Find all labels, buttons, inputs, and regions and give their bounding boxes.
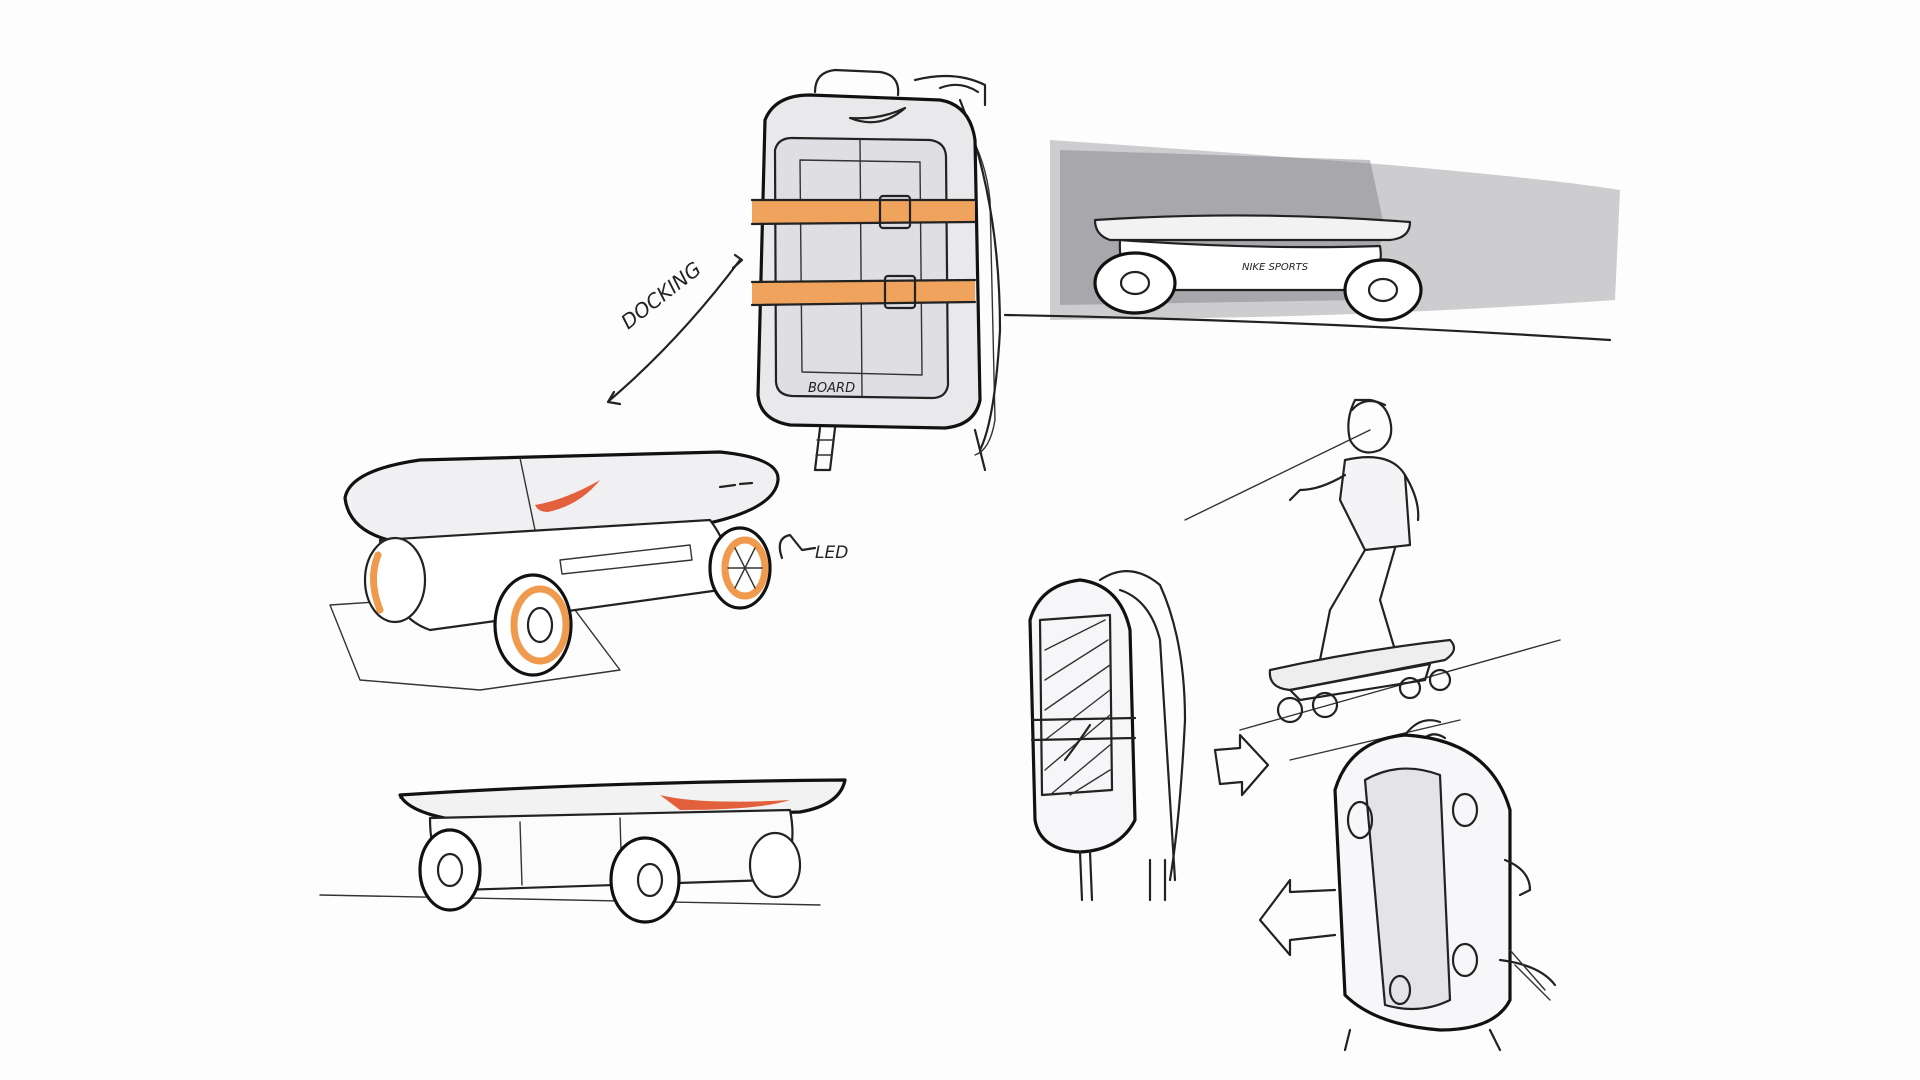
conversion-arrow-left (1258, 878, 1337, 957)
board-side-lowres-sketch (319, 778, 847, 924)
conversion-arrow-right (1213, 733, 1270, 797)
board-side-render-sketch: NIKE SPORTS (1003, 140, 1620, 342)
led-label: LED (815, 543, 848, 563)
backpack-with-board-sketch (1333, 719, 1557, 1052)
docking-annotation: DOCKING (606, 253, 744, 406)
backpack-front-sketch: BOARD (750, 68, 1002, 472)
backpack-brand-label: BOARD (808, 381, 855, 396)
docking-label: DOCKING (616, 257, 705, 334)
board-side-text: NIKE SPORTS (1242, 262, 1309, 273)
rider-sketch (1184, 398, 1561, 761)
board-perspective-led-sketch: LED (329, 450, 848, 691)
backpack-angled-sketch (1028, 570, 1187, 902)
